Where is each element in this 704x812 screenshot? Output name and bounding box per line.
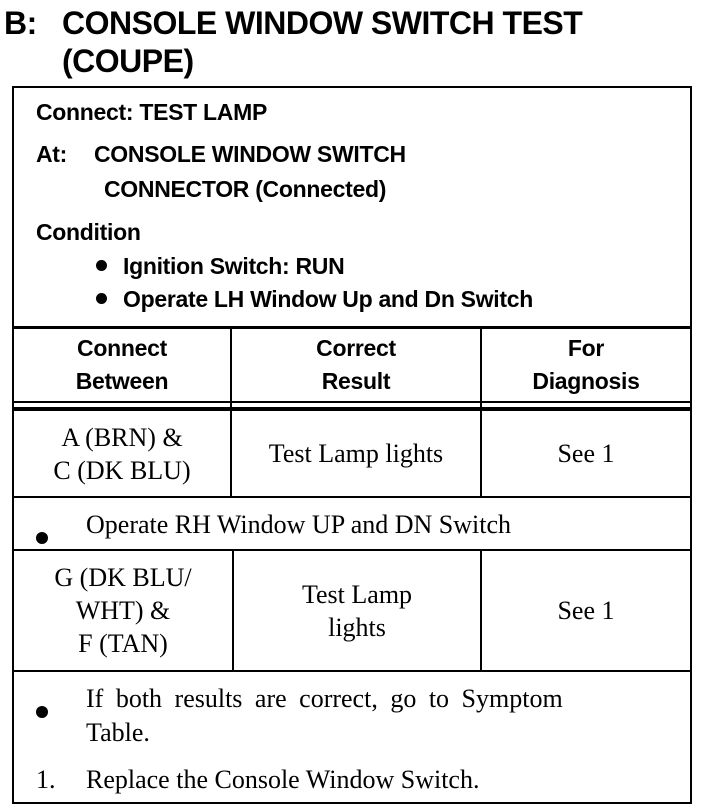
column-divider [232, 550, 234, 671]
table-row-1-connect: A (BRN) & C (DK BLU) [53, 422, 191, 485]
column-divider [480, 550, 482, 671]
note-number: 1. [36, 765, 56, 794]
at-location-line-2: CONNECTOR (Connected) [104, 176, 387, 202]
column-divider [480, 328, 482, 498]
condition-label: Condition [36, 219, 141, 245]
table-row-1-diagnosis: See 1 [557, 439, 615, 468]
header-for-diagnosis: For Diagnosis [532, 334, 640, 394]
divider [14, 326, 690, 329]
divider [14, 670, 690, 672]
table-row-2-diagnosis: See 1 [557, 596, 615, 625]
bullet-icon [96, 260, 107, 272]
header-connect-between: Connect Between [75, 334, 169, 394]
note-replace-switch: 1. Replace the Console Window Switch. [36, 763, 479, 797]
table-row-2-connect: G (DK BLU/ WHT) & F (TAN) [54, 563, 192, 658]
note-text: Replace the Console Window Switch. [86, 765, 480, 794]
section-heading: B: CONSOLE WINDOW SWITCH TEST (COUPE) [4, 4, 583, 80]
header-divider-bottom [14, 407, 690, 411]
test-conditions: Connect: TEST LAMP At: CONSOLE WINDOW SW… [14, 88, 690, 328]
bullet-icon [36, 706, 48, 718]
note-symptom-table: If both results are correct, go to Sympt… [36, 682, 666, 750]
header-divider-top [14, 401, 690, 403]
table-row-2-result: Test Lamp lights [301, 579, 413, 642]
divider [14, 496, 690, 498]
section-title-line-1: CONSOLE WINDOW SWITCH TEST [62, 5, 583, 41]
condition-bullet: Ignition Switch: RUN [96, 253, 345, 280]
column-divider [230, 328, 232, 498]
bullet-icon [36, 532, 48, 544]
connect-instruction: Connect: TEST LAMP [36, 99, 267, 125]
test-table: Connect: TEST LAMP At: CONSOLE WINDOW SW… [12, 86, 692, 804]
condition-bullet: Operate LH Window Up and Dn Switch [96, 286, 533, 313]
section-title-line-2: (COUPE) [62, 43, 194, 79]
divider [14, 549, 690, 551]
table-row-1-result: Test Lamp lights [268, 439, 444, 468]
at-location-line-1: CONSOLE WINDOW SWITCH [94, 141, 406, 167]
interstep-instruction: Operate RH Window UP and DN Switch [36, 508, 511, 544]
condition-text: Operate LH Window Up and Dn Switch [123, 286, 533, 312]
bullet-icon [96, 293, 107, 305]
section-letter: B: [4, 5, 37, 41]
condition-text: Ignition Switch: RUN [123, 253, 345, 279]
at-label: At: [36, 141, 68, 167]
header-correct-result: Correct Result [316, 334, 396, 394]
